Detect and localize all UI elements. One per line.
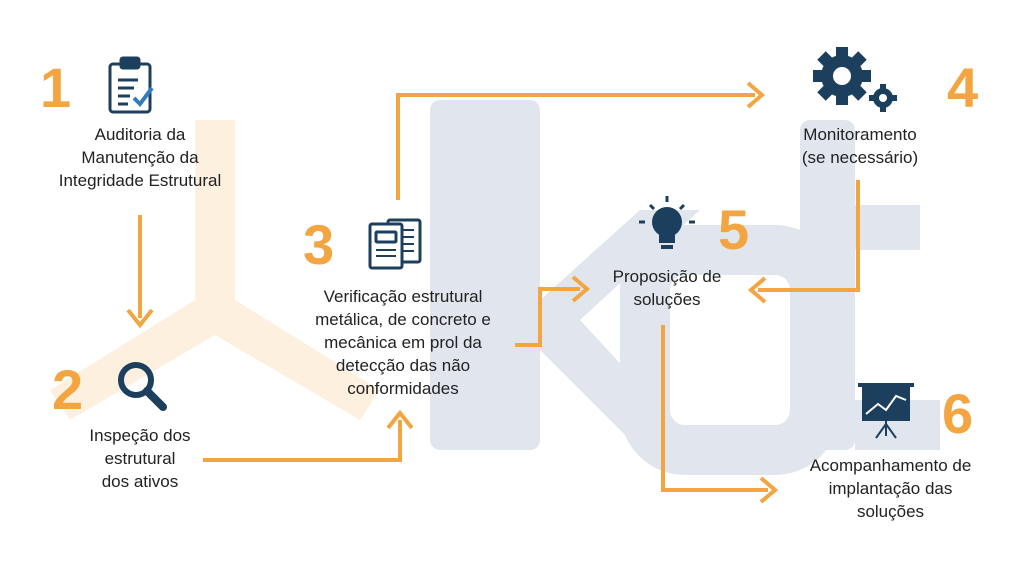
step-4-number: 4: [947, 56, 979, 119]
lightbulb-icon: [639, 196, 695, 249]
step-1-label: Auditoria da Manutenção da Integridade E…: [58, 125, 222, 190]
step-6-label: Acompanhamento de implantação das soluçõ…: [809, 456, 972, 521]
arrow-4-to-5: [758, 180, 860, 292]
arrowhead-4-to-5: [747, 276, 767, 304]
arrowhead-3-to-5: [571, 275, 591, 303]
magnifier-icon: [118, 362, 167, 411]
arrow-3-to-5: [515, 287, 580, 347]
step-2-number: 2: [52, 358, 84, 421]
logo-watermark: [50, 100, 940, 475]
arrowhead-3-to-4: [746, 81, 766, 109]
presentation-chart-icon: [858, 383, 914, 439]
arrowhead-2-to-3: [386, 409, 414, 430]
arrowhead-1-to-2: [126, 308, 154, 329]
step-5-label: Proposição de soluções: [612, 267, 722, 309]
step-5-number: 5: [718, 198, 750, 261]
step-6-number: 6: [942, 382, 974, 445]
arrow-3-to-4: [396, 93, 755, 200]
step-3-number: 3: [303, 213, 335, 276]
clipboard-check-icon: [108, 56, 154, 114]
step-4-label: Monitoramento (se necessário): [801, 125, 919, 167]
documents-icon: [368, 218, 422, 270]
gears-icon: [813, 47, 897, 112]
step-3-label: Verificação estrutural metálica, de conc…: [315, 287, 491, 398]
arrow-2-to-3: [203, 420, 402, 462]
arrow-5-to-6: [661, 325, 768, 492]
step-1-number: 1: [40, 56, 72, 119]
arrowhead-5-to-6: [759, 476, 779, 504]
step-2-label: Inspeção dos estrutural dos ativos: [89, 426, 191, 491]
